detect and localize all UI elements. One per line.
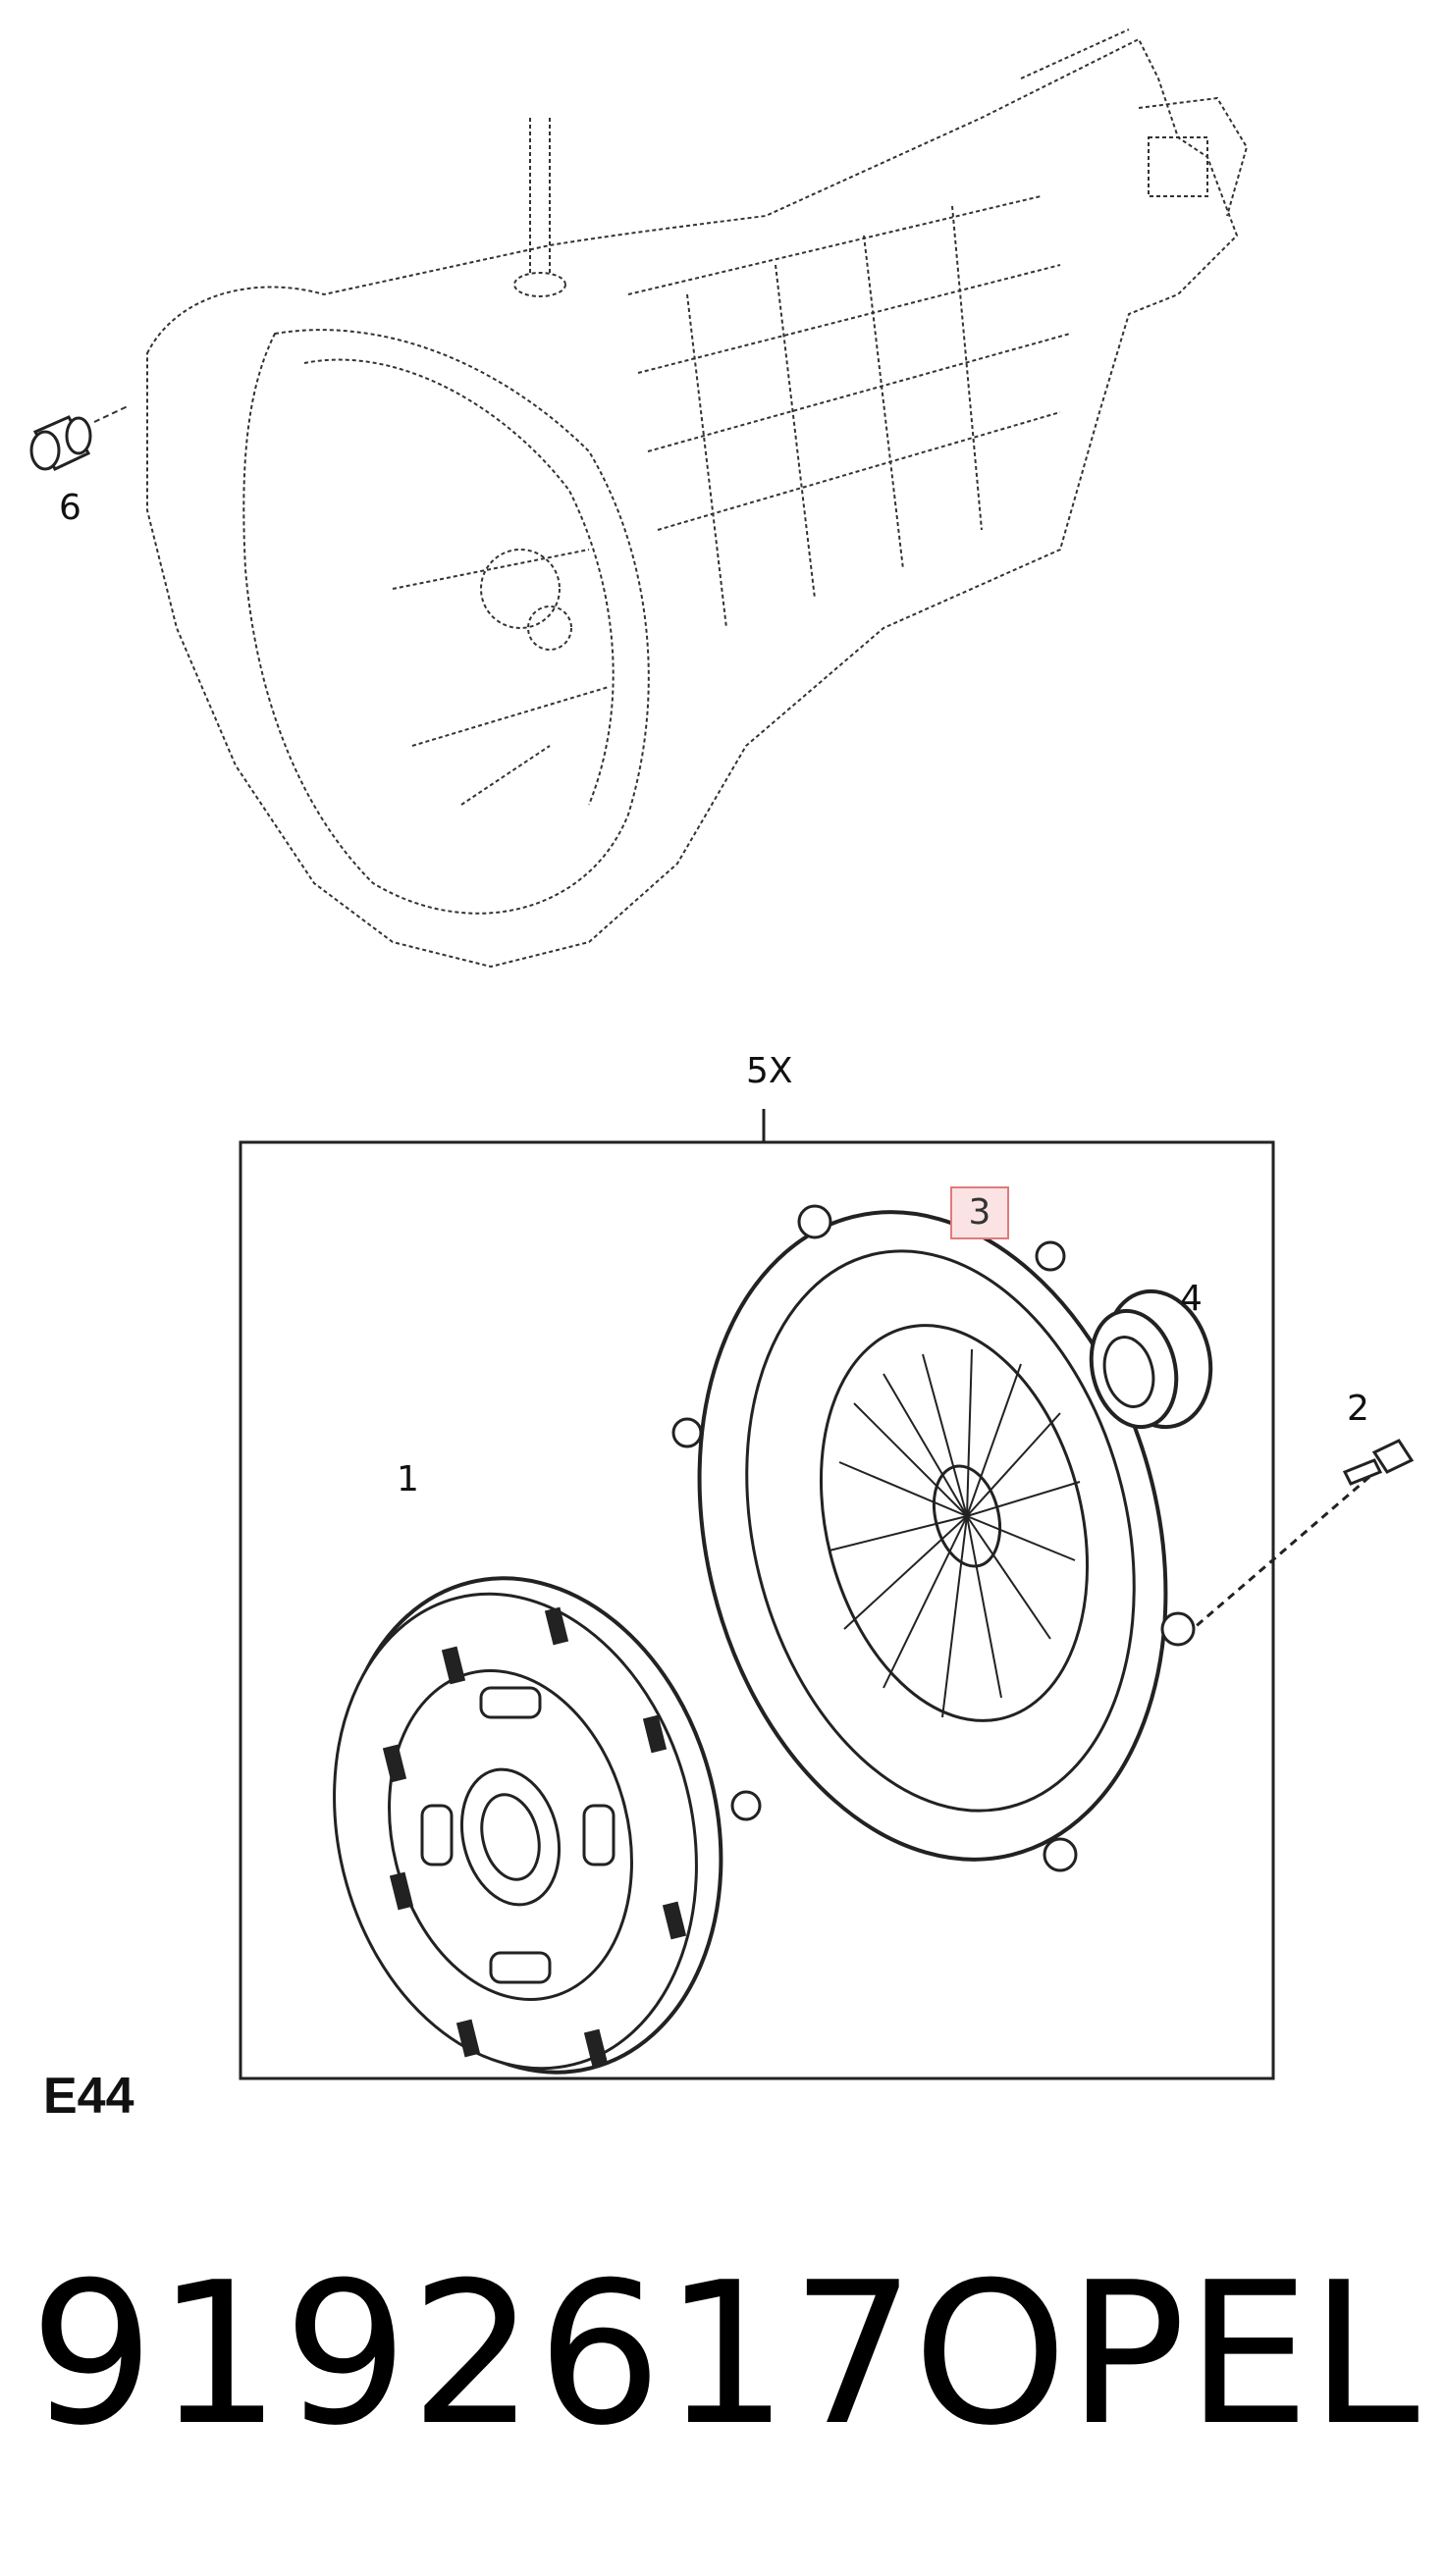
plug-part-6 [29,415,92,471]
release-bearing-part-4 [1089,1288,1213,1430]
part-number: 9192617 [29,2240,918,2469]
callout-3-highlighted[interactable]: 3 [950,1186,1009,1239]
bolt-part-2 [1342,1439,1415,1486]
callout-4: 4 [1180,1279,1203,1319]
callout-2: 2 [1347,1389,1369,1429]
callout-5x: 5X [746,1051,793,1091]
callout-6: 6 [59,488,81,528]
clutch-kit-illustration [239,1109,1415,2080]
clutch-disc-part-1 [333,1576,723,2075]
brand-name: OPEL [913,2240,1419,2469]
kit-box [239,1140,1275,2080]
section-code: E44 [43,2068,134,2125]
gearbox-illustration [29,28,1249,969]
callout-1: 1 [397,1459,419,1499]
pressure-plate-part-3 [697,1210,1168,1862]
